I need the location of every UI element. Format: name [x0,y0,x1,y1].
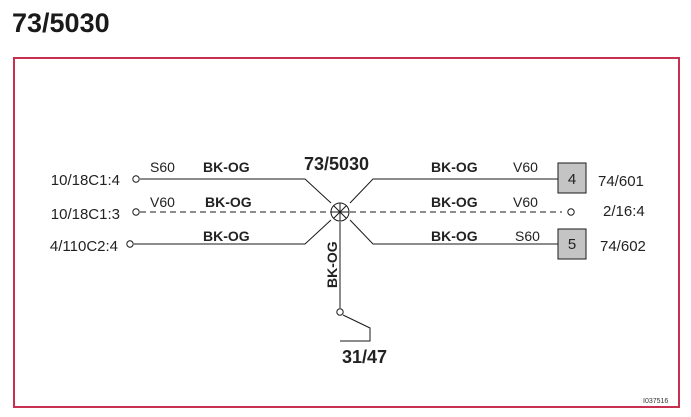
ground-symbol [340,314,371,342]
wire-right-top [349,178,558,204]
wire-color-right-bottom: BK-OG [431,228,478,244]
image-code: I037516 [643,398,668,405]
splice-label: 73/5030 [304,154,369,174]
terminal-ground [336,308,344,316]
connector-left-bottom: 4/110C2:4 [50,238,118,255]
signal-left-middle: V60 [150,194,175,210]
connector-left-middle: 10/18C1:3 [51,206,120,223]
terminal-right-middle [567,208,575,216]
signal-left-top: S60 [150,159,175,175]
signal-right-top: V60 [513,159,538,175]
wire-color-left-middle: BK-OG [205,194,252,210]
wire-color-left-top: BK-OG [203,159,250,175]
wire-color-left-bottom: BK-OG [203,228,250,244]
connector-left-top: 10/18C1:4 [51,172,120,189]
pin-box-4 [557,162,587,194]
wire-left-bottom [134,219,332,245]
connector-right-bottom: 74/602 [600,238,646,255]
wire-color-right-top: BK-OG [431,159,478,175]
wire-color-ground: BK-OG [324,241,340,288]
signal-right-middle: V60 [513,194,538,210]
connector-right-top: 74/601 [598,173,644,190]
terminal-left-middle [132,208,140,216]
signal-right-bottom: S60 [515,228,540,244]
diagram-frame [13,57,680,408]
splice-icon [330,202,350,222]
pin-box-5 [557,228,587,260]
pin-label-5: 5 [568,236,576,253]
wire-right-bottom [349,219,558,245]
terminal-left-bottom [126,240,134,248]
page-title: 73/5030 [12,8,110,38]
wire-left-top [140,178,332,204]
pin-label-4: 4 [568,171,576,188]
terminal-left-top [132,175,140,183]
connector-right-middle: 2/16:4 [603,203,645,220]
wire-lines [134,178,562,342]
ground-label: 31/47 [342,347,387,367]
wire-color-right-middle: BK-OG [431,194,478,210]
